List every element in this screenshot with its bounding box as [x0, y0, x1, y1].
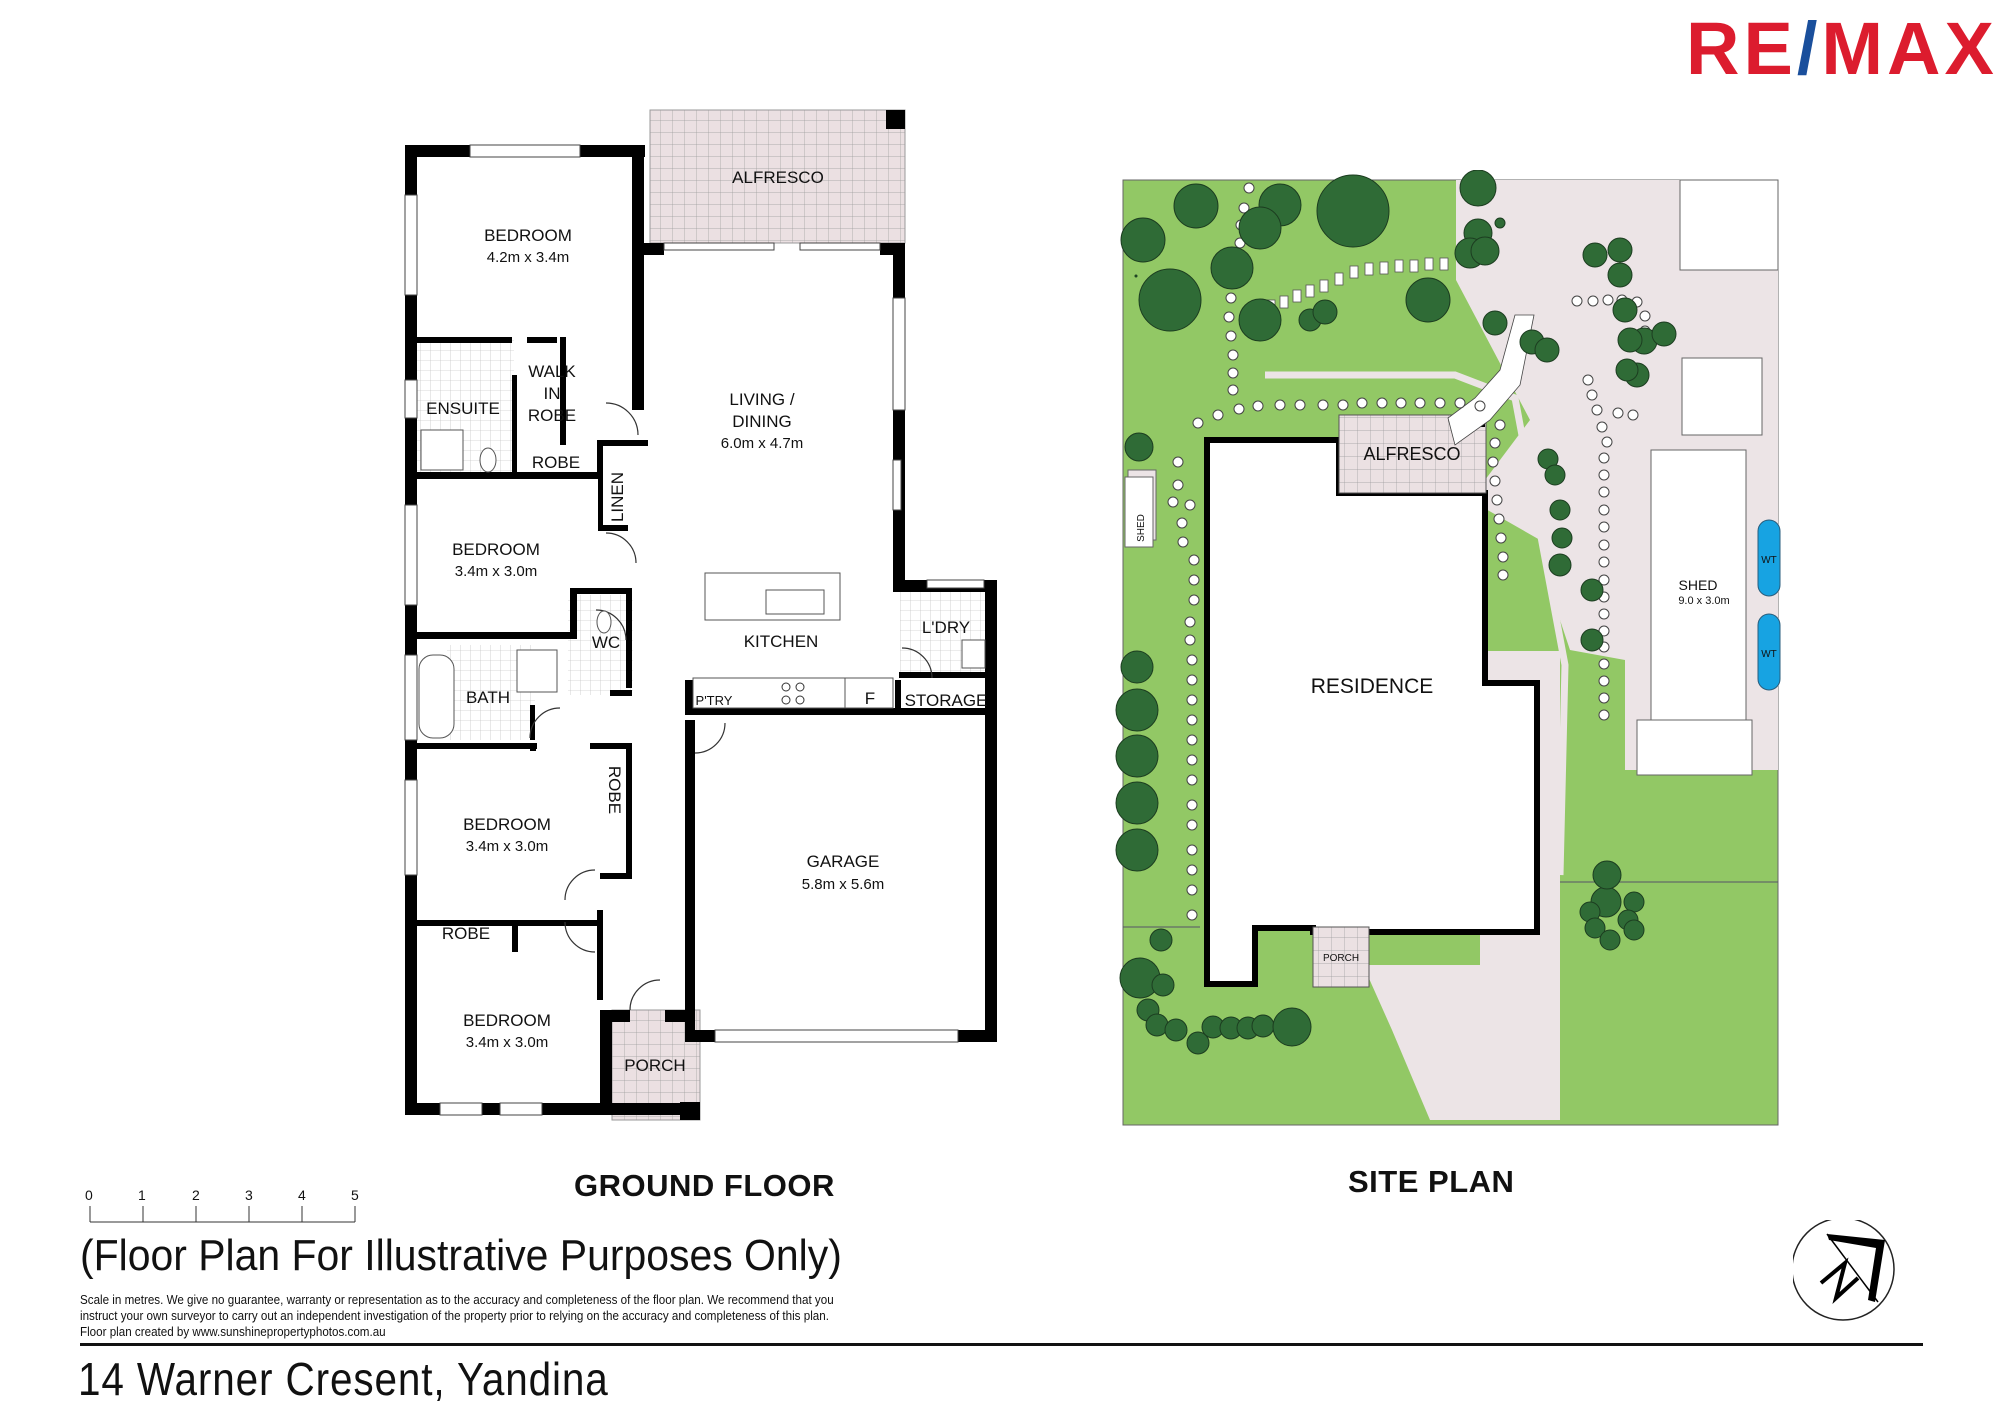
stepping-stones	[1254, 257, 1449, 318]
logo-slash: /	[1796, 7, 1822, 90]
remax-logo: RE/MAX	[1686, 12, 1996, 86]
outbuilding-2	[1681, 357, 1763, 436]
label-robe-2: ROBE	[605, 766, 624, 814]
site-plan: ALFRESCO RESIDENCE PORCH SHED SHED 9.0 x…	[1115, 170, 1781, 1126]
alfresco-floor	[649, 109, 906, 244]
small-shed	[1124, 476, 1154, 548]
label-master-bedroom: BEDROOM	[484, 226, 572, 245]
label-linen: LINEN	[608, 472, 627, 522]
shower-icon	[516, 649, 558, 693]
label-dining: DINING	[732, 412, 792, 431]
footer-divider	[80, 1343, 1923, 1346]
scale-tick-1: 1	[138, 1187, 146, 1203]
wc-toilet-icon	[596, 610, 612, 634]
scale-tick-3: 3	[245, 1187, 253, 1203]
label-pantry: P'TRY	[696, 693, 733, 708]
site-label-porch: PORCH	[1323, 953, 1359, 964]
site-label-residence: RESIDENCE	[1311, 675, 1434, 698]
disclaimer-heading: (Floor Plan For Illustrative Purposes On…	[80, 1231, 842, 1280]
site-label-big-shed-size: 9.0 x 3.0m	[1678, 595, 1729, 607]
site-label-alfresco: ALFRESCO	[1363, 444, 1460, 464]
site-label-big-shed: SHED	[1679, 577, 1718, 593]
label-bedroom-2-size: 3.4m x 3.0m	[455, 563, 538, 580]
label-bedroom-3: BEDROOM	[463, 815, 551, 834]
site-label-water-tank-1: WT	[1761, 555, 1777, 566]
property-address: 14 Warner Cresent, Yandina	[78, 1353, 609, 1405]
site-plan-title: SITE PLAN	[1348, 1164, 1515, 1199]
scale-tick-4: 4	[298, 1187, 306, 1203]
label-robe-3: ROBE	[442, 924, 490, 943]
label-living: LIVING /	[729, 390, 794, 409]
label-living-size: 6.0m x 4.7m	[721, 435, 804, 452]
label-ensuite: ENSUITE	[426, 399, 500, 418]
label-storage: STORAGE	[905, 691, 988, 710]
laundry-tub-icon	[961, 639, 986, 669]
scale-tick-5: 5	[351, 1187, 359, 1203]
water-tank-1	[1757, 519, 1781, 597]
logo-text-left: RE	[1686, 7, 1797, 90]
outbuilding-1	[1679, 179, 1779, 271]
wc-floor	[568, 595, 633, 695]
ground-floor-plan: ALFRESCO BEDROOM 4.2m x 3.4m WALK IN ROB…	[404, 109, 997, 1121]
label-wc: WC	[592, 633, 620, 652]
sink-icon	[765, 589, 825, 615]
label-laundry: L'DRY	[922, 618, 970, 637]
disclaimer-text: Scale in metres. We give no guarantee, w…	[80, 1293, 834, 1339]
scale-tick-0: 0	[85, 1187, 93, 1203]
label-kitchen: KITCHEN	[744, 632, 819, 651]
water-tank-2	[1757, 613, 1781, 691]
rock-borders	[1167, 182, 1651, 921]
label-bedroom-4-size: 3.4m x 3.0m	[466, 1034, 549, 1051]
label-robe-1: ROBE	[532, 453, 580, 472]
label-master-bedroom-size: 4.2m x 3.4m	[487, 249, 570, 266]
label-fridge: F	[865, 689, 875, 708]
label-bedroom-2: BEDROOM	[452, 540, 540, 559]
site-label-water-tank-2: WT	[1761, 649, 1777, 660]
label-garage: GARAGE	[807, 852, 880, 871]
label-garage-size: 5.8m x 5.6m	[802, 876, 885, 893]
label-wir-1: WALK	[528, 362, 576, 381]
label-bedroom-4: BEDROOM	[463, 1011, 551, 1030]
north-arrow-icon	[1793, 1220, 1895, 1321]
logo-text-right: MAX	[1821, 7, 1998, 90]
bathtub-icon	[418, 654, 455, 739]
trees	[1115, 170, 1677, 1055]
site-porch	[1312, 926, 1370, 988]
label-porch: PORCH	[624, 1056, 685, 1075]
ensuite-shower-icon	[420, 429, 464, 471]
ground-floor-title: GROUND FLOOR	[574, 1168, 835, 1203]
site-label-small-shed: SHED	[1136, 514, 1147, 542]
big-shed	[1650, 449, 1747, 721]
label-wir-2: IN	[544, 384, 561, 403]
toilet-icon	[479, 447, 497, 473]
kitchen-bench	[692, 677, 894, 709]
label-wir-3: ROBE	[528, 406, 576, 425]
label-bath: BATH	[466, 688, 510, 707]
residence-footprint	[1204, 437, 1540, 987]
scale-tick-2: 2	[192, 1187, 200, 1203]
label-bedroom-3-size: 3.4m x 3.0m	[466, 838, 549, 855]
label-alfresco: ALFRESCO	[732, 168, 824, 187]
